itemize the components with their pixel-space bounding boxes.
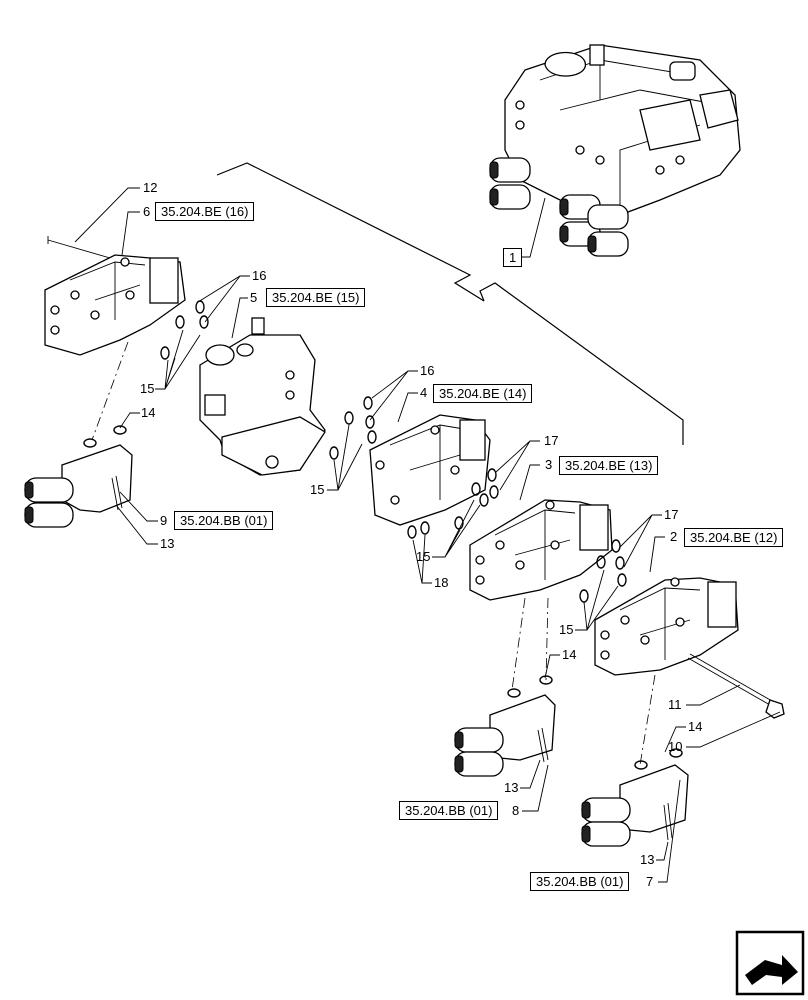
callout-17-a: 17 <box>544 433 559 448</box>
coupler-module-9 <box>24 444 133 528</box>
callout-17-b: 17 <box>664 507 679 522</box>
valve-section-2 <box>594 577 785 719</box>
ref-35-204-be-12[interactable]: 35.204.BE (12) <box>684 528 784 547</box>
ref-35-204-be-15[interactable]: 35.204.BE (15) <box>266 288 366 307</box>
break-line-left <box>216 162 485 302</box>
callout-15-d: 15 <box>559 622 574 637</box>
callout-4: 4 <box>420 385 428 400</box>
callout-11: 11 <box>668 697 682 712</box>
valve-section-3 <box>469 499 613 601</box>
next-page-arrow-icon[interactable] <box>735 930 805 996</box>
ref-35-204-bb-01-item7[interactable]: 35.204.BB (01) <box>530 872 630 891</box>
callout-5: 5 <box>250 290 258 305</box>
valve-section-4 <box>369 414 491 526</box>
callout-9: 9 <box>160 513 168 528</box>
ref-35-204-bb-01-item9[interactable]: 35.204.BB (01) <box>174 511 274 530</box>
callout-15-b: 15 <box>310 482 325 497</box>
callout-14-c: 14 <box>688 719 703 734</box>
callout-1: 1 <box>503 248 523 267</box>
callout-10: 10 <box>668 739 683 754</box>
callout-15-c: 15 <box>416 549 431 564</box>
ref-35-204-be-16[interactable]: 35.204.BE (16) <box>155 202 255 221</box>
valve-section-6 <box>44 236 186 356</box>
callout-3: 3 <box>545 457 553 472</box>
callout-2: 2 <box>670 529 678 544</box>
callout-8: 8 <box>512 803 520 818</box>
o-rings <box>83 300 683 770</box>
callout-13-b: 13 <box>504 780 519 795</box>
coupler-module-7 <box>581 764 689 847</box>
callout-13-c: 13 <box>640 852 655 867</box>
valve-section-5 <box>199 317 326 476</box>
callout-16-a: 16 <box>252 268 267 283</box>
callout-14-a: 14 <box>141 405 156 420</box>
callout-6: 6 <box>143 204 151 219</box>
break-line-right <box>479 282 684 445</box>
ref-35-204-be-14[interactable]: 35.204.BE (14) <box>433 384 533 403</box>
coupler-module-8 <box>454 694 556 777</box>
ref-35-204-bb-01-item8[interactable]: 35.204.BB (01) <box>399 801 499 820</box>
callout-12: 12 <box>143 180 158 195</box>
callout-14-b: 14 <box>562 647 577 662</box>
callout-13-a: 13 <box>160 536 175 551</box>
ref-35-204-be-13[interactable]: 35.204.BE (13) <box>559 456 659 475</box>
callout-18: 18 <box>434 575 449 590</box>
leader-lines <box>74 187 781 883</box>
callout-16-b: 16 <box>420 363 435 378</box>
callout-15-a: 15 <box>140 381 155 396</box>
assembled-valve-bank <box>489 44 741 257</box>
callout-7: 7 <box>646 874 654 889</box>
